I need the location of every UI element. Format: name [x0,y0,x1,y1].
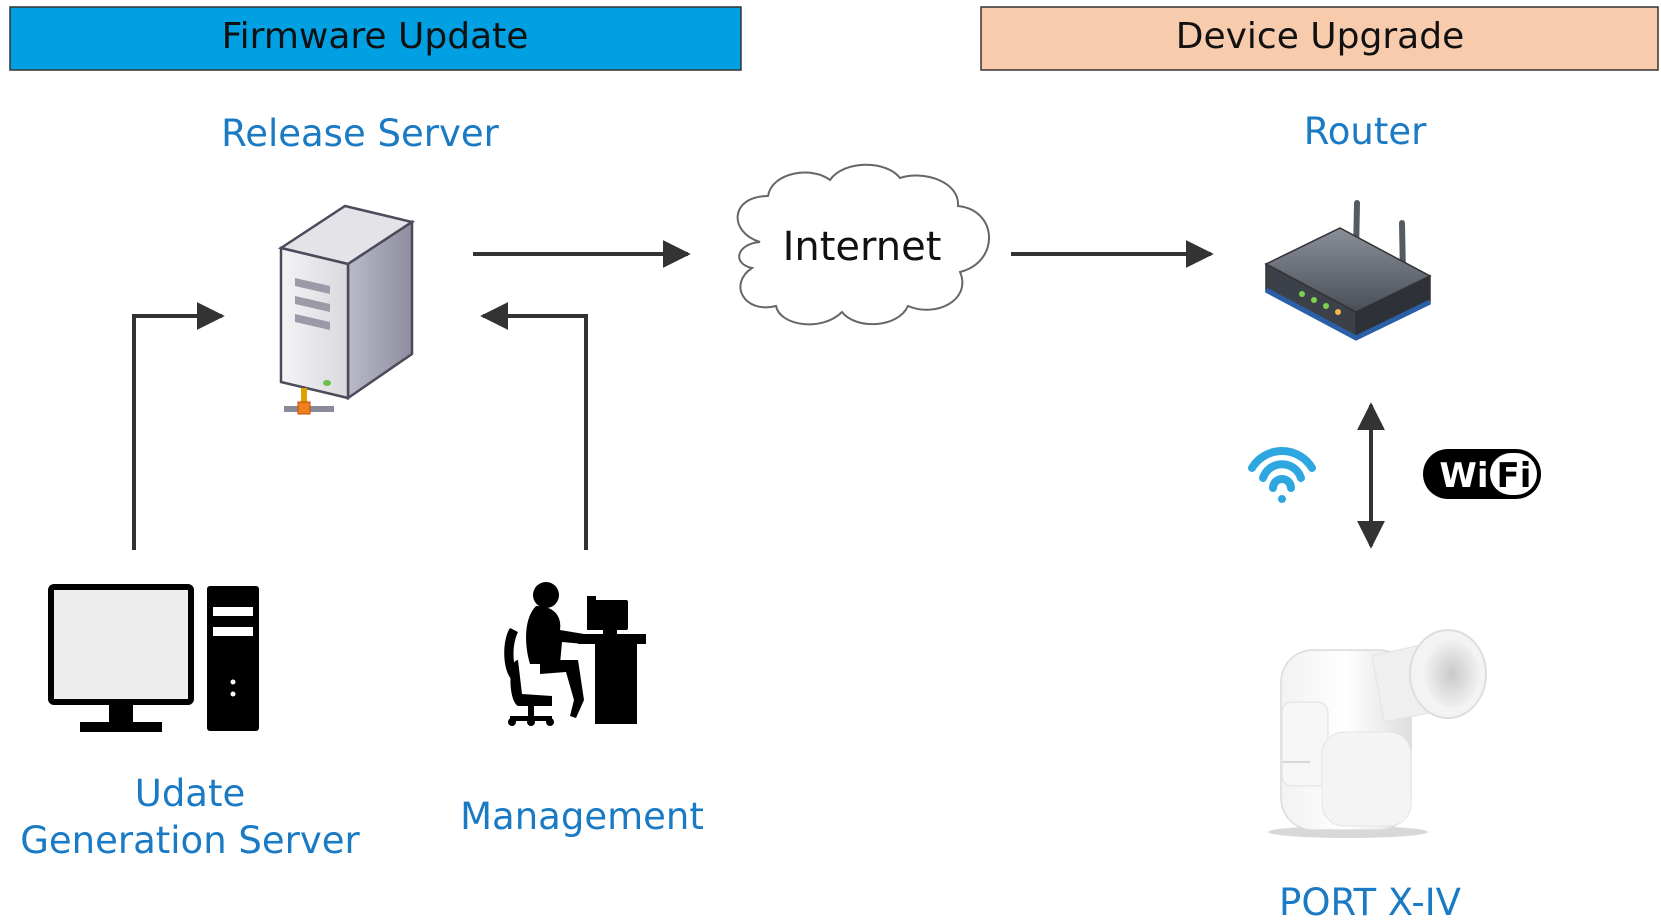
firmware-update-title: Firmware Update [222,16,529,57]
wifi-logo-right-text: Fi [1497,456,1532,496]
update-server-label-line2: Generation Server [20,819,360,862]
management-label: Management [460,795,704,838]
arrow-update-server-to-release-server [132,302,225,550]
firmware-update-banner: Firmware Update [9,6,742,71]
router-icon [1264,200,1432,341]
internet-cloud: Internet [736,163,990,326]
release-server-label: Release Server [221,112,499,155]
desktop-computer-icon [48,584,259,732]
arrow-management-to-release-server [480,302,588,550]
wifi-signal-icon [1248,447,1316,503]
server-icon [277,204,416,415]
router-label: Router [1304,110,1427,153]
wifi-logo-left-text: Wi [1439,456,1488,496]
wifi-logo-icon: Wi Fi [1423,449,1541,499]
flow-arrows [132,240,1385,550]
device-label: PORT X-IV [1279,881,1461,921]
cloud-icon [736,163,990,326]
internet-label: Internet [783,224,942,270]
device-upgrade-banner: Device Upgrade [980,6,1659,71]
device-upgrade-title: Device Upgrade [1176,16,1464,57]
person-at-desk-icon [504,582,646,726]
update-server-label-line1: Udate [135,772,246,815]
spirometer-device-icon [1268,629,1487,838]
